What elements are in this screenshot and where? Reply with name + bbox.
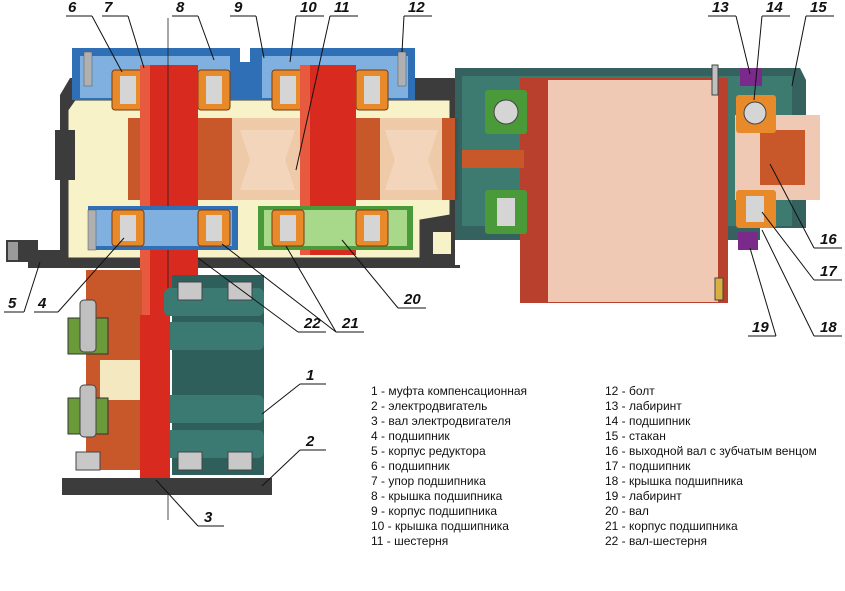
legend-item-22: 22 - вал-шестерня (605, 534, 707, 548)
legend-item-12: 12 - болт (605, 384, 655, 398)
callout-9: 9 (234, 0, 243, 16)
callout-1: 1 (306, 367, 314, 384)
callout-8: 8 (176, 0, 185, 16)
legend-item-3: 3 - вал электродвигателя (371, 414, 511, 428)
callout-13: 13 (712, 0, 729, 16)
callout-layer: 6 7 8 9 10 11 12 13 14 15 16 17 (4, 0, 842, 527)
legend-item-19: 19 - лабиринт (605, 489, 682, 503)
legend-item-2: 2 - электродвигатель (371, 399, 487, 413)
legend-item-8: 8 - крышка подшипника (371, 489, 503, 503)
bottom-bearing-housings (87, 206, 413, 251)
callout-16: 16 (820, 231, 837, 248)
compensating-coupling (67, 270, 264, 475)
legend-item-15: 15 - стакан (605, 429, 666, 443)
callout-19: 19 (752, 319, 769, 336)
legend-item-17: 17 - подшипник (605, 459, 691, 473)
callout-10: 10 (300, 0, 317, 16)
callout-21: 21 (341, 315, 359, 332)
callout-3: 3 (204, 509, 213, 526)
callout-4: 4 (37, 295, 47, 312)
legend-item-6: 6 - подшипник (371, 459, 450, 473)
callout-7: 7 (104, 0, 113, 16)
pinion-shaft-22 (140, 65, 198, 315)
legend-item-7: 7 - упор подшипника (371, 474, 486, 488)
callout-5: 5 (8, 295, 17, 312)
legend-item-11: 11 - шестерня (371, 534, 448, 548)
electric-motor (62, 478, 272, 495)
legend-item-4: 4 - подшипник (371, 429, 450, 443)
callout-11: 11 (334, 0, 350, 16)
callout-22: 22 (303, 315, 321, 332)
callout-18: 18 (820, 319, 837, 336)
output-drum-assembly (455, 64, 820, 303)
motor-shaft (140, 315, 170, 480)
callout-6: 6 (68, 0, 77, 16)
legend-right: 12 - болт 13 - лабиринт 14 - подшипник 1… (605, 384, 817, 548)
legend-item-13: 13 - лабиринт (605, 399, 682, 413)
legend-item-10: 10 - крышка подшипника (371, 519, 509, 533)
callout-2: 2 (305, 433, 315, 450)
legend-item-5: 5 - корпус редуктора (371, 444, 486, 458)
legend-item-16: 16 - выходной вал с зубчатым венцом (605, 444, 817, 458)
top-bearings (111, 69, 389, 111)
legend-item-9: 9 - корпус подшипника (371, 504, 497, 518)
legend-item-1: 1 - муфта компенсационная (371, 384, 527, 398)
callout-14: 14 (766, 0, 783, 16)
legend-left: 1 - муфта компенсационная 2 - электродви… (371, 384, 527, 548)
legend-item-20: 20 - вал (605, 504, 649, 518)
legend-item-21: 21 - корпус подшипника (605, 519, 738, 533)
callout-15: 15 (810, 0, 827, 16)
callout-20: 20 (403, 291, 421, 308)
legend-item-14: 14 - подшипник (605, 414, 691, 428)
callout-12: 12 (408, 0, 425, 16)
callout-17: 17 (820, 263, 837, 280)
legend-item-18: 18 - крышка подшипника (605, 474, 743, 488)
